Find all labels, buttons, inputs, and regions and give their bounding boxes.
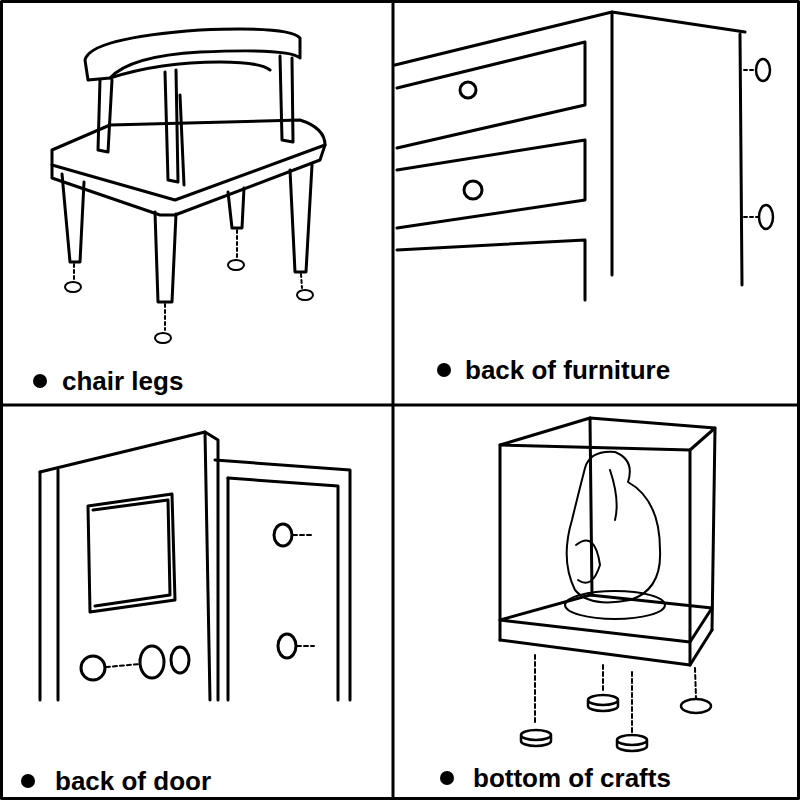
- caption-label: back of furniture: [465, 355, 670, 385]
- chair-drawing: [33, 29, 325, 388]
- dresser-drawing: [395, 12, 773, 377]
- bullet: [440, 771, 454, 785]
- caption-label: back of door: [55, 766, 211, 796]
- door-drawing: [21, 432, 350, 788]
- caption-label: chair legs: [62, 366, 183, 396]
- caption-label: bottom of crafts: [473, 763, 671, 793]
- bullet: [437, 363, 451, 377]
- bullet: [33, 374, 47, 388]
- display-box-drawing: [440, 418, 715, 785]
- bullet: [21, 774, 35, 788]
